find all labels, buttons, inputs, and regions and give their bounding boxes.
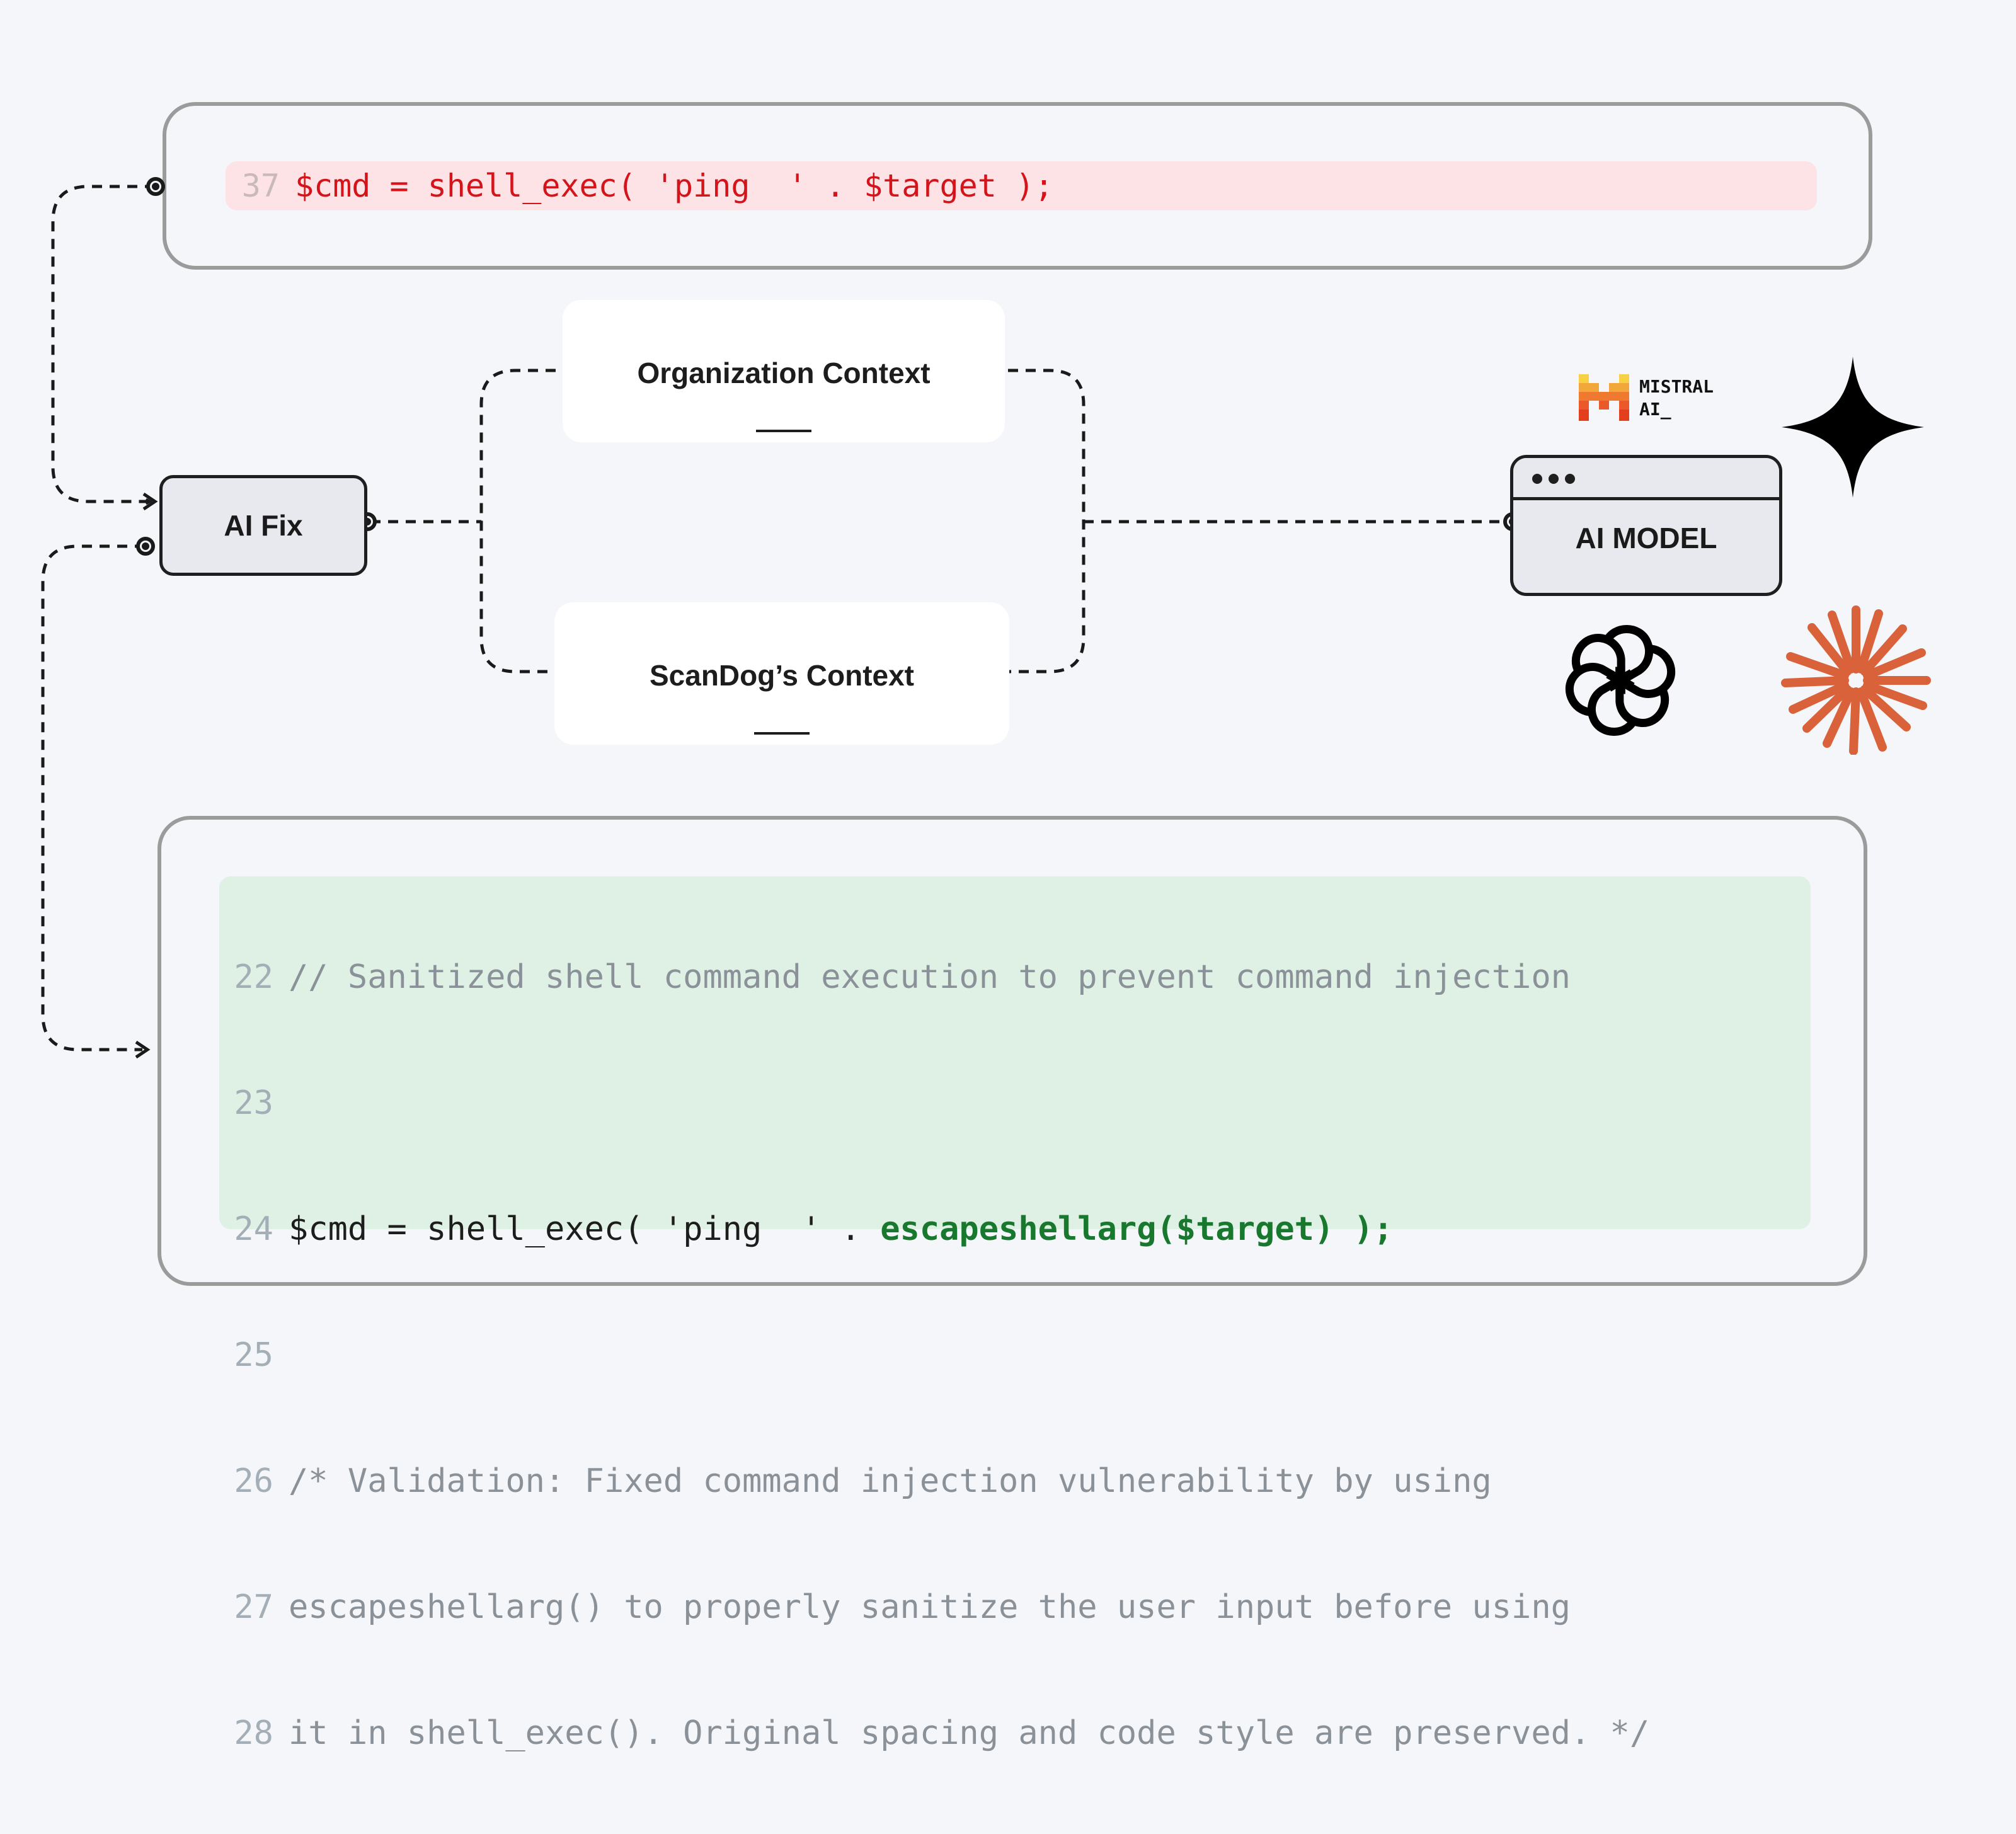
- ai-model-label: AI MODEL: [1575, 522, 1717, 554]
- organization-context-divider: [756, 430, 811, 432]
- code-text: $cmd = shell_exec( 'ping ' .: [289, 1210, 881, 1248]
- mistral-wordmark-line1: MISTRAL: [1639, 376, 1714, 397]
- anthropic-claude-starburst-icon: [1781, 605, 1931, 755]
- mistral-wordmark-line2: AI_: [1639, 399, 1671, 420]
- scandog-context-divider: [754, 732, 810, 735]
- ai-fix-node: AI Fix: [159, 475, 367, 576]
- line-number: 37: [241, 168, 280, 204]
- vulnerable-code-line: 37 $cmd = shell_exec( 'ping ' . $target )…: [226, 161, 1817, 210]
- ai-model-node: AI MODEL: [1510, 455, 1782, 596]
- window-dot-icon: [1565, 474, 1575, 484]
- line-number: 22: [234, 958, 273, 996]
- code-line: 27 escapeshellarg() to properly sanitize …: [219, 1582, 1811, 1632]
- code-line: 23: [219, 1078, 1811, 1128]
- organization-context-card: Organization Context: [563, 300, 1005, 442]
- arrowhead-aifix: [142, 492, 158, 511]
- openai-logo: [1556, 625, 1685, 745]
- window-dot-icon: [1549, 474, 1559, 484]
- mistral-logo: MISTRAL AI_: [1579, 374, 1831, 425]
- code-comment: it in shell_exec(). Original spacing and…: [289, 1714, 1650, 1752]
- arrowhead-fixed: [135, 1040, 151, 1059]
- port-aifix-return: [136, 537, 155, 556]
- scandog-context-card: ScanDog’s Context: [554, 602, 1009, 745]
- vulnerable-code-panel: 37 $cmd = shell_exec( 'ping ' . $target )…: [163, 102, 1872, 270]
- code-comment: // Sanitized shell command execution to …: [289, 958, 1571, 996]
- context-bracket-right: [1008, 369, 1085, 673]
- code-comment: /* Validation: Fixed command injection v…: [289, 1462, 1492, 1500]
- fixed-code-panel: 22 // Sanitized shell command execution t…: [158, 816, 1867, 1752]
- ai-model-window-bar: [1513, 458, 1779, 500]
- line-number: 24: [234, 1210, 273, 1248]
- line-number: 25: [234, 1336, 273, 1374]
- line-number: 23: [234, 1084, 273, 1122]
- code-line: 25: [219, 1330, 1811, 1380]
- line-number: 26: [234, 1462, 273, 1500]
- line-number: 27: [234, 1588, 273, 1626]
- code-line: 28 it in shell_exec(). Original spacing a…: [219, 1708, 1811, 1758]
- mistral-logo-mark: [1579, 374, 1629, 421]
- edge-aifix-to-fixed: [41, 544, 145, 1052]
- code-comment: escapeshellarg() to properly sanitize th…: [289, 1588, 1571, 1626]
- line-number: 28: [234, 1714, 273, 1752]
- scandog-context-title: ScanDog’s Context: [649, 659, 915, 692]
- code-highlight-fix: escapeshellarg($target) );: [880, 1210, 1394, 1248]
- window-dot-icon: [1532, 474, 1542, 484]
- code-line: 22 // Sanitized shell command execution t…: [219, 952, 1811, 1002]
- connector-lines: [41, 185, 1501, 1059]
- ai-fix-label: AI Fix: [224, 509, 303, 542]
- context-bracket-left: [479, 369, 558, 673]
- mistral-wordmark: MISTRAL AI_: [1639, 375, 1714, 421]
- code-line: 24 $cmd = shell_exec( 'ping ' . escapeshe…: [219, 1204, 1811, 1254]
- organization-context-title: Organization Context: [637, 357, 931, 389]
- gemini-sparkle-icon: [1782, 357, 1924, 498]
- port-vulnerable-panel: [146, 177, 165, 196]
- fixed-code-block: 22 // Sanitized shell command execution t…: [219, 876, 1811, 1752]
- code-line: 26 /* Validation: Fixed command injection…: [219, 1456, 1811, 1506]
- vulnerable-code-text: $cmd = shell_exec( 'ping ' . $target );: [295, 168, 1054, 204]
- edge-vulnerable-to-aifix: [51, 185, 155, 501]
